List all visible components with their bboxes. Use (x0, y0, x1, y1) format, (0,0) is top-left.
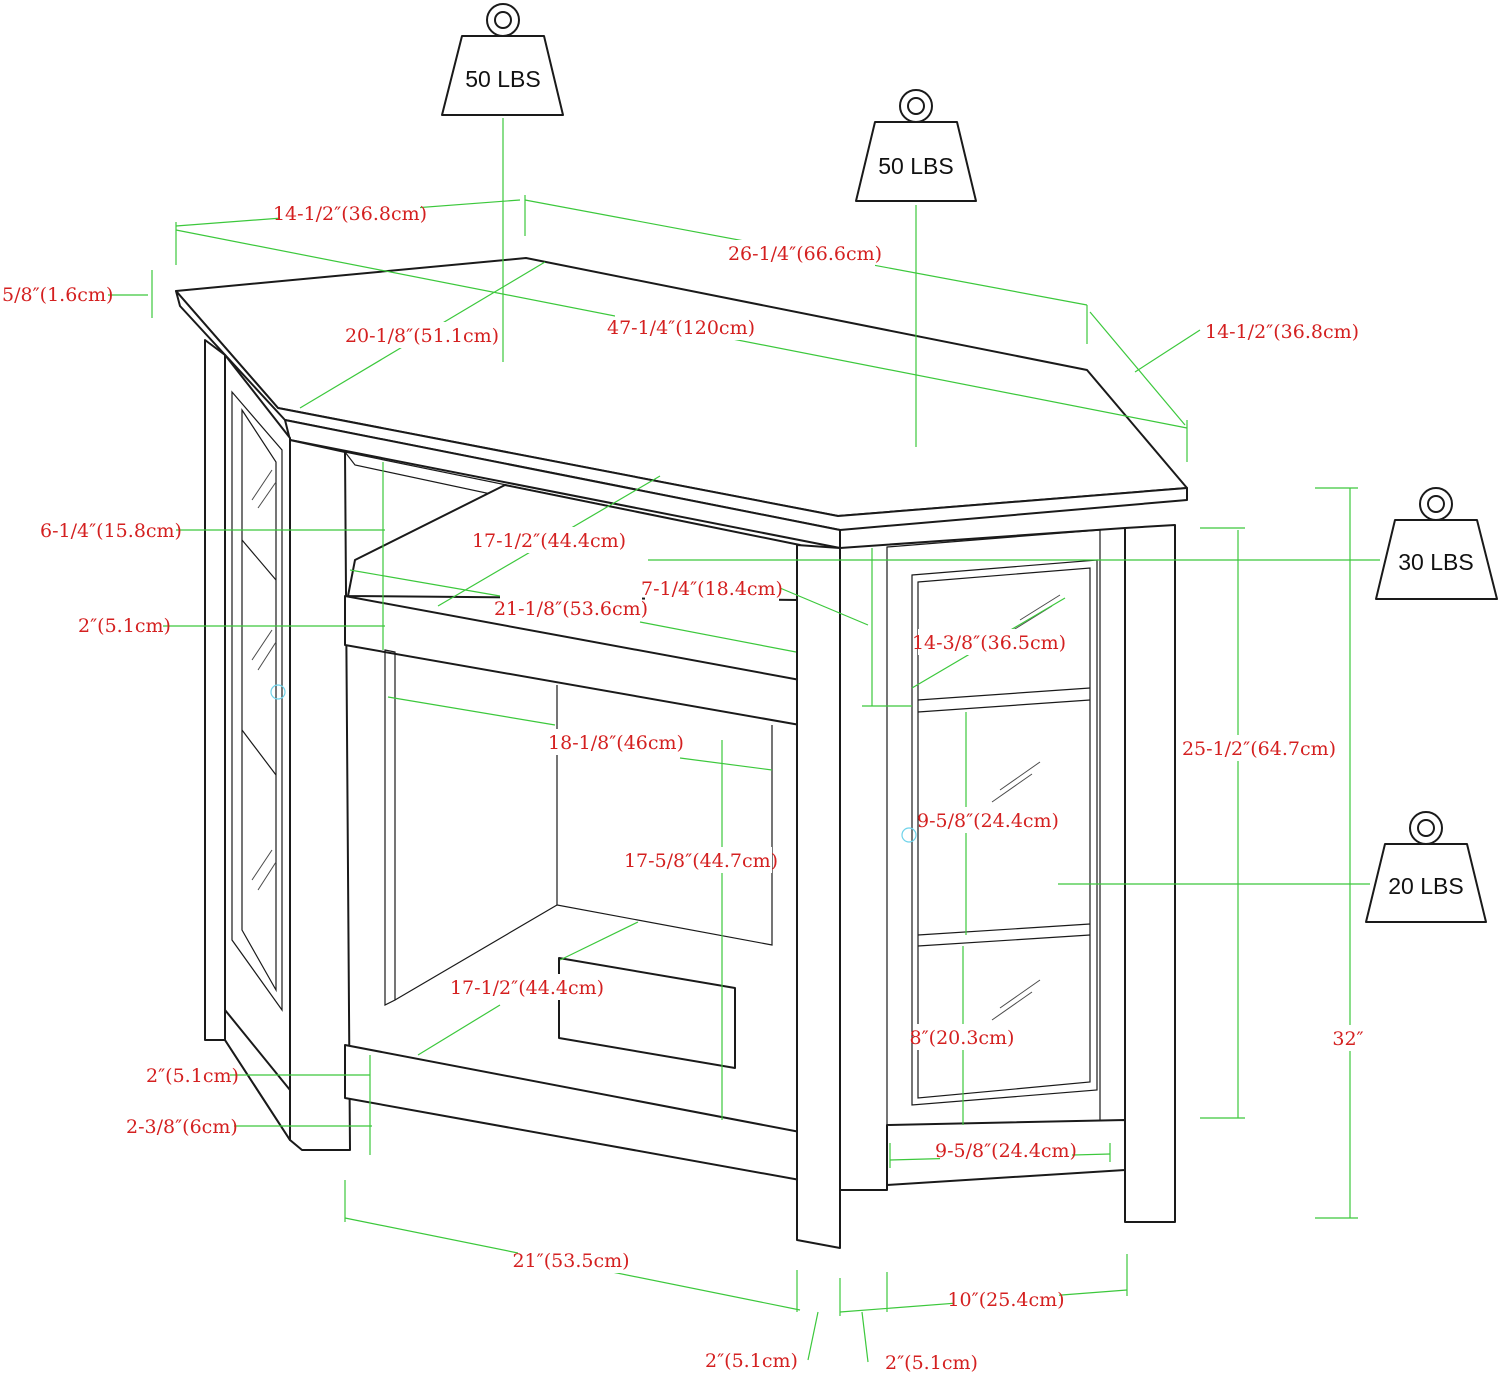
dim-cabinet-door-width: 9-5/8″(24.4cm) (935, 1140, 1077, 1162)
dim-top-back-edge: 26-1/4″(66.6cm) (728, 243, 882, 265)
weight-icon-top-left: 50 LBS (441, 3, 564, 116)
left-cabinet (204, 339, 291, 1141)
center-divider (384, 649, 396, 1006)
right-cabinet (839, 524, 1176, 1223)
weight-label-cabinet-lower: 20 LBS (1388, 873, 1463, 899)
tabletop-edge (175, 290, 1188, 531)
dim-bottom-rail: 2″(5.1cm) (146, 1065, 239, 1087)
dim-top-left-edge: 14-1/2″(36.8cm) (273, 203, 427, 225)
dim-leg-left: 2″(5.1cm) (705, 1350, 798, 1372)
dim-opening-width: 18-1/8″(46cm) (548, 732, 684, 754)
dim-cabinet-height: 25-1/2″(64.7cm) (1182, 738, 1336, 760)
left-front-leg (289, 439, 351, 1151)
fireplace-insert (558, 957, 736, 1069)
dim-cabinet-shelf-depth: 14-3/8″(36.5cm) (912, 632, 1066, 654)
weight-label-top-left: 50 LBS (465, 66, 540, 92)
weight-icon-top-right: 50 LBS (855, 89, 977, 202)
dim-inner-width: 21-1/8″(53.6cm) (494, 598, 648, 620)
dim-rail-height: 2″(5.1cm) (78, 615, 171, 637)
dim-leg-right: 2″(5.1cm) (885, 1352, 978, 1374)
dim-cabinet-bottom-gap: 8″(20.3cm) (910, 1027, 1015, 1049)
left-door-knob-icon (270, 684, 286, 700)
dim-total-height: 32″ (1332, 1028, 1363, 1050)
dim-cabinet-width: 10″(25.4cm) (947, 1289, 1064, 1311)
center-open-section (343, 451, 801, 1181)
dim-top-thickness: 5/8″(1.6cm) (2, 284, 113, 306)
weight-label-top-right: 50 LBS (878, 153, 953, 179)
dim-top-width: 47-1/4″(120cm) (607, 317, 755, 339)
right-rear-leg (1124, 524, 1176, 1223)
dim-top-depth: 20-1/8″(51.1cm) (345, 325, 499, 347)
dim-front-width: 21″(53.5cm) (512, 1250, 629, 1272)
dim-apron-drop: 7-1/4″(18.4cm) (641, 578, 783, 600)
weight-label-cabinet-shelf: 30 LBS (1398, 549, 1473, 575)
dim-opening-height: 17-5/8″(44.7cm) (624, 850, 778, 872)
dim-base-depth: 17-1/2″(44.4cm) (450, 977, 604, 999)
dimension-labels: 14-1/2″(36.8cm) 26-1/4″(66.6cm) 5/8″(1.6… (2, 200, 1368, 1374)
dim-upper-opening-height: 6-1/4″(15.8cm) (40, 520, 182, 542)
dimension-lines (108, 118, 1380, 1363)
dim-leg-clearance: 2-3/8″(6cm) (126, 1116, 238, 1138)
weight-icon-cabinet-shelf: 30 LBS (1375, 487, 1498, 600)
dim-top-right-edge: 14-1/2″(36.8cm) (1205, 321, 1359, 343)
dim-cabinet-shelf-gap: 9-5/8″(24.4cm) (917, 810, 1059, 832)
center-front-leg (796, 544, 841, 1249)
weight-icon-cabinet-lower: 20 LBS (1365, 811, 1487, 923)
right-door-knob-icon (901, 827, 917, 843)
tv-stand-drawing (175, 257, 1188, 1249)
dim-upper-shelf-depth: 17-1/2″(44.4cm) (472, 530, 626, 552)
